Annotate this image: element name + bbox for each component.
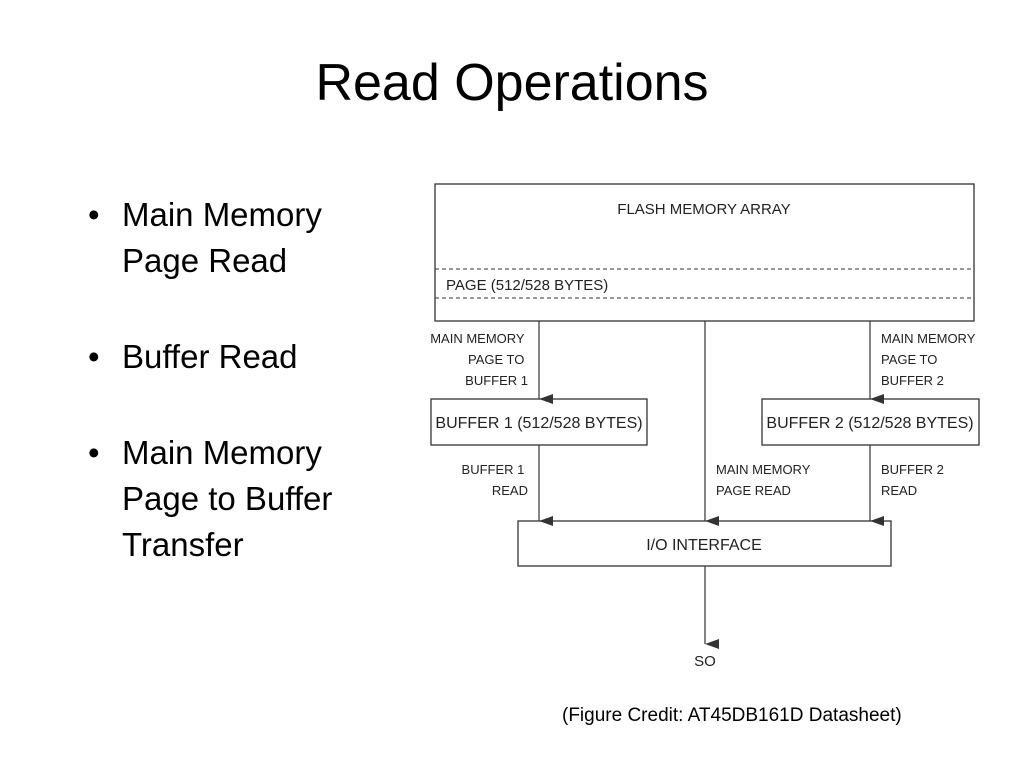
flash-memory-array-label: FLASH MEMORY ARRAY — [617, 201, 790, 218]
label-buffer1-read: BUFFER 1 READ — [462, 462, 528, 498]
bullet-item: •Main Memory Page to Buffer Transfer — [88, 434, 333, 563]
io-interface-box — [517, 520, 892, 567]
label-mm-to-buffer2: MAIN MEMORY PAGE TO BUFFER 2 — [881, 331, 979, 388]
bullet-list: •Main Memory Page Read •Buffer Read •Mai… — [88, 192, 378, 618]
buffer2-box — [761, 398, 980, 446]
bullet-text: Main Memory Page Read — [122, 196, 322, 279]
buffer2-label: BUFFER 2 (512/528 BYTES) — [766, 415, 973, 432]
figure-credit: (Figure Credit: AT45DB161D Datasheet) — [562, 705, 902, 726]
bullet-text: Main Memory Page to Buffer Transfer — [122, 434, 333, 563]
slide-title: Read Operations — [315, 54, 709, 112]
page-label: PAGE (512/528 BYTES) — [446, 277, 608, 294]
buffer1-box — [430, 398, 648, 446]
buffer1-label: BUFFER 1 (512/528 BYTES) — [435, 415, 642, 432]
bullet-text: Buffer Read — [122, 338, 298, 375]
bullet-item: •Main Memory Page Read — [88, 196, 322, 279]
label-mm-page-read: MAIN MEMORY PAGE READ — [716, 462, 814, 498]
label-mm-to-buffer1: MAIN MEMORY PAGE TO BUFFER 1 — [430, 331, 528, 388]
bullet-item: •Buffer Read — [88, 338, 298, 375]
label-buffer2-read: BUFFER 2 READ — [881, 462, 947, 498]
so-label: SO — [694, 653, 716, 670]
io-interface-label: I/O INTERFACE — [646, 537, 762, 554]
